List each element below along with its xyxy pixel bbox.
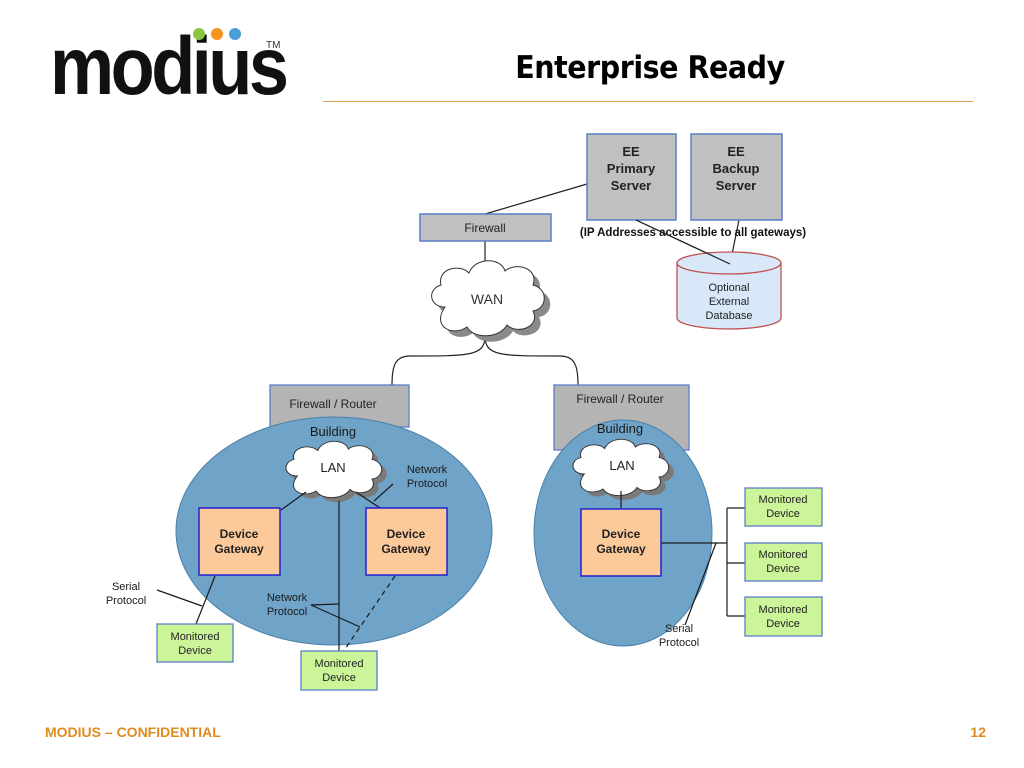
left-building-area [175, 416, 493, 646]
right-device-3-line1: Monitored [759, 604, 808, 616]
wan-cloud: WAN [431, 260, 551, 342]
gateway-a-line1: Device [220, 527, 259, 541]
left-lan-label: LAN [320, 460, 345, 475]
db-link-primary [635, 219, 731, 265]
backup-server-line3: Server [716, 178, 756, 193]
network-protocol-mid-line1: Network [267, 592, 308, 604]
left-gateway-a: Device Gateway [198, 507, 281, 576]
right-serial-protocol-line2: Protocol [659, 637, 699, 649]
database-line1: Optional [709, 282, 750, 294]
right-gateway-line1: Device [602, 527, 641, 541]
right-building-links [620, 491, 745, 626]
right-device-1-line2: Device [766, 508, 800, 520]
gateway-b-line2: Gateway [381, 542, 431, 556]
right-monitored-device-2: Monitored Device [744, 542, 823, 582]
device-a-line2: Device [178, 645, 212, 657]
right-monitored-device-3: Monitored Device [744, 596, 823, 637]
confidential-footer: MODIUS – CONFIDENTIAL [45, 724, 221, 740]
wan-label: WAN [471, 291, 503, 307]
right-gateway-line2: Gateway [596, 542, 646, 556]
right-monitored-device-1: Monitored Device [744, 487, 823, 527]
gateway-b-line1: Device [387, 527, 426, 541]
right-building-label: Building [597, 421, 643, 436]
ip-address-note: (IP Addresses accessible to all gateways… [580, 227, 806, 239]
logo-dot-green [193, 28, 205, 40]
device-b-line1: Monitored [315, 658, 364, 670]
logo-dot-orange [211, 28, 223, 40]
left-gateway-b: Device Gateway [365, 507, 448, 576]
network-protocol-top-line1: Network [407, 464, 448, 476]
gateway-a-line2: Gateway [214, 542, 264, 556]
right-serial-protocol-line1: Serial [665, 623, 693, 635]
firewall-box: Firewall [419, 213, 552, 242]
left-serial-protocol-line1: Serial [112, 581, 140, 593]
slide-title: Enterprise Ready [515, 50, 785, 86]
left-building-links [156, 483, 396, 653]
left-monitored-device-a: Monitored Device [156, 623, 234, 663]
database-line2: External [709, 296, 749, 308]
right-lan-label: LAN [609, 458, 634, 473]
title-divider [323, 101, 973, 102]
left-router-box: Firewall / Router [269, 384, 410, 428]
left-router-label: Firewall / Router [289, 397, 376, 411]
database-line3: Database [705, 310, 752, 322]
firewall-label: Firewall [464, 221, 505, 235]
primary-server-line3: Server [611, 178, 651, 193]
right-gateway: Device Gateway [580, 508, 662, 577]
device-b-line2: Device [322, 672, 356, 684]
right-device-2-line1: Monitored [759, 549, 808, 561]
backup-server-line2: Backup [713, 161, 760, 176]
right-router-label: Firewall / Router [576, 392, 663, 406]
right-device-2-line2: Device [766, 563, 800, 575]
primary-server-line2: Primary [607, 161, 656, 176]
left-serial-protocol-line2: Protocol [106, 595, 146, 607]
logo-dot-blue [229, 28, 241, 40]
backup-server-line1: EE [727, 144, 745, 159]
network-protocol-mid-line2: Protocol [267, 606, 307, 618]
left-monitored-device-b: Monitored Device [300, 650, 378, 691]
primary-server-line1: EE [622, 144, 640, 159]
device-a-line1: Monitored [171, 631, 220, 643]
modius-logo: modius TM [50, 12, 290, 112]
network-protocol-top-line2: Protocol [407, 478, 447, 490]
backup-server-box: EE Backup Server [690, 133, 783, 221]
logo-wordmark: modius [50, 21, 289, 112]
primary-server-box: EE Primary Server [586, 133, 677, 221]
page-number: 12 [970, 724, 986, 740]
right-device-3-line2: Device [766, 618, 800, 630]
trademark-symbol: TM [266, 40, 281, 51]
left-building-label: Building [310, 424, 356, 439]
right-device-1-line1: Monitored [759, 494, 808, 506]
